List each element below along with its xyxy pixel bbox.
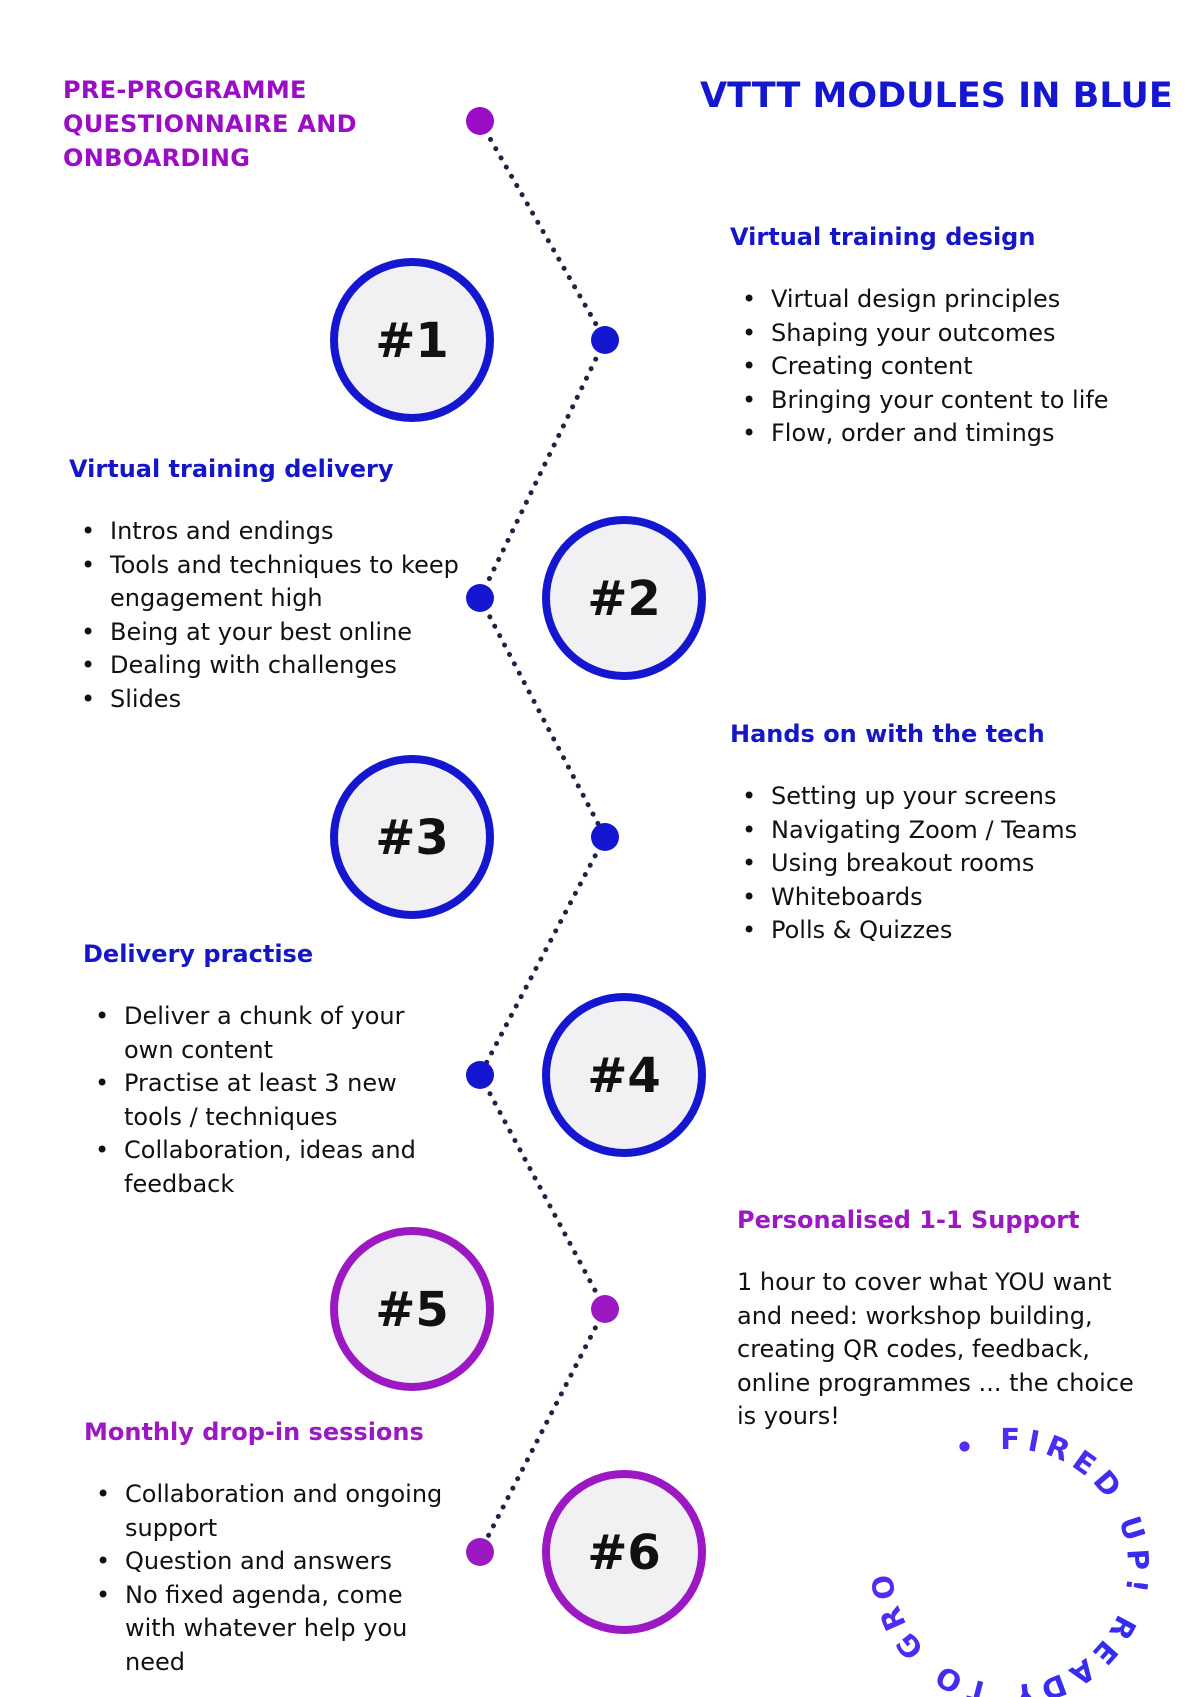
dotted-connector bbox=[477, 1072, 608, 1312]
milestone-circle bbox=[542, 1470, 706, 1634]
milestone-circle bbox=[330, 258, 494, 422]
module-dropin-list: Collaboration and ongoing support Questi… bbox=[84, 1478, 444, 1679]
module-tech-title: Hands on with the tech bbox=[730, 720, 1045, 748]
timeline-node bbox=[466, 584, 494, 612]
milestone-number: #1 bbox=[375, 313, 449, 369]
milestone-circle bbox=[330, 1227, 494, 1391]
module-design-list: Virtual design principles Shaping your o… bbox=[730, 283, 1170, 451]
timeline-node bbox=[591, 1295, 619, 1323]
dotted-connector bbox=[477, 118, 608, 343]
milestone-2: #2 bbox=[542, 516, 706, 680]
list-item: Slides bbox=[69, 683, 469, 717]
milestone-circle bbox=[330, 755, 494, 919]
module-dropin: Monthly drop-in sessions Collaboration a… bbox=[84, 1416, 444, 1679]
module-tech-list: Setting up your screens Navigating Zoom … bbox=[730, 780, 1170, 948]
list-item: Practise at least 3 new tools / techniqu… bbox=[83, 1067, 443, 1134]
milestone-number: #3 bbox=[375, 810, 449, 866]
milestone-number: #2 bbox=[587, 571, 661, 627]
module-delivery: Virtual training delivery Intros and end… bbox=[69, 453, 469, 716]
list-item: Bringing your content to life bbox=[730, 384, 1170, 418]
module-tech: Hands on with the tech Setting up your s… bbox=[730, 718, 1170, 948]
timeline-node bbox=[591, 326, 619, 354]
list-item: Whiteboards bbox=[730, 881, 1170, 915]
milestone-circle bbox=[542, 516, 706, 680]
page-title: VTTT MODULES IN BLUE bbox=[700, 76, 1173, 116]
list-item: Polls & Quizzes bbox=[730, 914, 1170, 948]
milestone-4: #4 bbox=[542, 993, 706, 1157]
milestone-6: #6 bbox=[542, 1470, 706, 1634]
module-practise: Delivery practise Deliver a chunk of you… bbox=[83, 938, 443, 1201]
list-item: Dealing with challenges bbox=[69, 649, 469, 683]
milestone-3: #3 bbox=[330, 755, 494, 919]
module-practise-list: Deliver a chunk of your own content Prac… bbox=[83, 1000, 443, 1201]
list-item: Collaboration, ideas and feedback bbox=[83, 1134, 443, 1201]
list-item: Intros and endings bbox=[69, 515, 469, 549]
milestone-circle bbox=[542, 993, 706, 1157]
milestone-circles: #1 #2 #3 #4 #5 #6 bbox=[330, 258, 706, 1634]
module-delivery-list: Intros and endings Tools and techniques … bbox=[69, 515, 469, 716]
list-item: Shaping your outcomes bbox=[730, 317, 1170, 351]
list-item: Collaboration and ongoing support bbox=[84, 1478, 444, 1545]
module-design-title: Virtual training design bbox=[730, 223, 1036, 251]
module-practise-title: Delivery practise bbox=[83, 940, 314, 968]
milestone-1: #1 bbox=[330, 258, 494, 422]
timeline-nodes bbox=[466, 107, 619, 1566]
list-item: Creating content bbox=[730, 350, 1170, 384]
timeline-node bbox=[466, 1061, 494, 1089]
dotted-connector bbox=[477, 834, 608, 1078]
module-dropin-title: Monthly drop-in sessions bbox=[84, 1418, 424, 1446]
list-item: Navigating Zoom / Teams bbox=[730, 814, 1170, 848]
list-item: Using breakout rooms bbox=[730, 847, 1170, 881]
list-item: No fixed agenda, come with whatever help… bbox=[84, 1579, 444, 1680]
timeline-dotted-path bbox=[477, 118, 608, 1555]
list-item: Virtual design principles bbox=[730, 283, 1170, 317]
module-design: Virtual training design Virtual design p… bbox=[730, 221, 1170, 451]
list-item: Setting up your screens bbox=[730, 780, 1170, 814]
timeline-node bbox=[591, 823, 619, 851]
milestone-number: #5 bbox=[375, 1282, 449, 1338]
timeline-node bbox=[466, 1538, 494, 1566]
module-support-title: Personalised 1-1 Support bbox=[737, 1206, 1080, 1234]
module-support-text: 1 hour to cover what YOU want and need: … bbox=[737, 1268, 1134, 1430]
dotted-connector bbox=[477, 595, 608, 840]
list-item: Question and answers bbox=[84, 1545, 444, 1579]
milestone-number: #6 bbox=[587, 1525, 661, 1581]
timeline-node bbox=[466, 107, 494, 135]
milestone-5: #5 bbox=[330, 1227, 494, 1391]
list-item: Deliver a chunk of your own content bbox=[83, 1000, 443, 1067]
milestone-number: #4 bbox=[587, 1048, 661, 1104]
list-item: Flow, order and timings bbox=[730, 417, 1170, 451]
list-item: Being at your best online bbox=[69, 616, 469, 650]
dotted-connector bbox=[477, 1306, 608, 1555]
module-support: Personalised 1-1 Support 1 hour to cover… bbox=[737, 1204, 1137, 1434]
module-delivery-title: Virtual training delivery bbox=[69, 455, 394, 483]
list-item: Tools and techniques to keep engagement … bbox=[69, 549, 469, 616]
pre-programme-heading: PRE-PROGRAMME QUESTIONNAIRE AND ONBOARDI… bbox=[63, 76, 357, 172]
